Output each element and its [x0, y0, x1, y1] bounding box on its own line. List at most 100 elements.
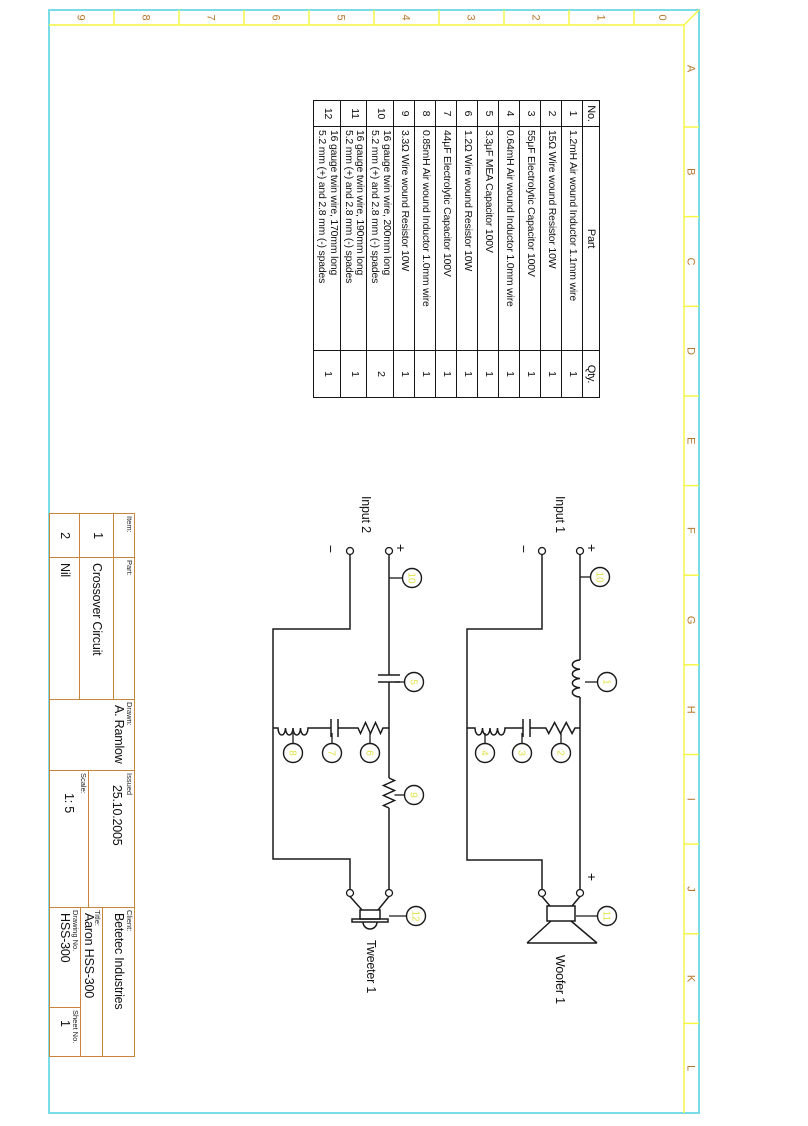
cell-qty: 1 — [561, 350, 583, 398]
balloon-input-wire — [589, 566, 611, 588]
balloon-input-wire — [401, 567, 423, 589]
issued-label: Issued — [125, 773, 134, 796]
cell-qty: 1 — [340, 350, 367, 398]
grid-number: 3 — [465, 14, 477, 20]
input2-minus-label: − — [323, 545, 339, 553]
cell-no: 1 — [561, 100, 583, 127]
grid-number: 4 — [400, 14, 412, 20]
balloon-series-resistor — [403, 784, 425, 806]
drawing-no-cell: Drawing No. HSS-300 — [49, 907, 81, 1008]
wire-minus — [272, 554, 351, 889]
drawn-cell: Drawn: A. Ramlow — [49, 699, 135, 771]
parts-header-row: No. Part Qty. — [582, 100, 600, 398]
tweeter-circuit: Input 2 + − Tweeter 1 — [272, 496, 427, 993]
sheet-no-value: 1 — [58, 1020, 73, 1027]
grid-letter: K — [685, 975, 697, 983]
shunt-capacitor-symbol — [522, 719, 531, 737]
item1-cell: 1 — [79, 513, 114, 558]
balloon-shunt-inductor — [282, 742, 304, 764]
cell-part: 15Ω Wire wound Resistor 10W — [540, 126, 562, 351]
input2-plus-terminal — [384, 546, 394, 556]
item1-value: 1 — [91, 532, 105, 539]
balloon-text: 9 — [408, 792, 419, 798]
grid-letter: A — [685, 65, 697, 73]
grid-letter: I — [685, 798, 697, 801]
drawing-no-label: Drawing No. — [71, 910, 80, 952]
grid-number: 6 — [270, 14, 282, 20]
woofer-balloons: 10 1 2 3 4 11 — [474, 566, 618, 927]
item2-cell: 2 — [49, 513, 80, 558]
cell-no: 6 — [456, 100, 478, 127]
grid-letter: H — [685, 706, 697, 714]
balloon-shunt-resistor — [359, 742, 381, 764]
balloon-text: 3 — [516, 750, 527, 756]
cell-part: 1.2mH Air wound Inductor 1.1mm wire — [561, 126, 583, 351]
woofer-label: Woofer 1 — [553, 955, 567, 1004]
cell-qty: 1 — [414, 350, 436, 398]
grid-number: 5 — [335, 14, 347, 20]
cell-qty: 2 — [367, 350, 394, 398]
client-label: Client: — [125, 910, 134, 932]
scale-cell: Scale: 1: 5 — [49, 770, 89, 908]
grid-number: 0 — [656, 14, 668, 20]
cell-no: 8 — [414, 100, 436, 127]
grid-number: 1 — [595, 14, 607, 20]
grid-letter: C — [685, 258, 697, 266]
balloon-text: 11 — [601, 911, 612, 922]
shunt-inductor-symbol — [467, 727, 523, 736]
col-header-qty: Qty. — [582, 350, 600, 398]
cell-no: 12 — [314, 100, 341, 127]
cell-part: 16 gauge twin wire, 170mm long 5.2 mm (+… — [314, 126, 341, 351]
grid-letter: G — [685, 616, 697, 625]
cell-qty: 1 — [314, 350, 341, 398]
item2-value: 2 — [58, 532, 72, 539]
grid-number: 2 — [530, 14, 542, 20]
woofer-plus-terminal — [575, 888, 585, 898]
balloon-speaker-wire — [596, 905, 618, 927]
cell-part: 55μF Electrolytic Capacitor 100V — [519, 126, 541, 351]
balloon-text: 10 — [406, 572, 417, 584]
woofer-circuit: Input 1 + − + Woofer 1 — [466, 496, 618, 1004]
scale-value: 1: 5 — [62, 793, 77, 814]
shunt-resistor-symbol — [530, 720, 580, 736]
grid-letter-ticks — [684, 126, 699, 1025]
part1-cell: Crossover Circuit — [79, 557, 114, 700]
cell-qty: 1 — [456, 350, 478, 398]
title-block: Item: Part: 1 Crossover Circuit 2 Nil Dr… — [49, 513, 135, 1057]
cell-qty: 1 — [540, 350, 562, 398]
grid-letter: L — [685, 1065, 697, 1071]
balloon-speaker-wire — [405, 905, 427, 927]
cell-qty: 1 — [435, 350, 457, 398]
balloon-shunt-resistor — [550, 742, 572, 764]
title-cell: Title: Aaron HSS-300 — [80, 907, 103, 1057]
cell-qty: 1 — [477, 350, 499, 398]
balloon-text: 10 — [594, 571, 605, 583]
input2-minus-terminal — [345, 546, 355, 556]
input1-plus-label: + — [584, 544, 600, 552]
balloon-text: 8 — [287, 750, 298, 756]
input2-plus-label: + — [393, 544, 409, 552]
tweeter-driver-rect — [359, 909, 381, 920]
grid-number: 9 — [75, 14, 87, 20]
drawn-label: Drawn: — [125, 702, 134, 726]
tweeter-label: Tweeter 1 — [364, 940, 378, 993]
issued-cell: Issued 25.10.2005 — [88, 770, 135, 908]
page-border: A B C D E F G H I J K L 0 1 2 3 4 5 6 — [48, 9, 700, 1114]
grid-letter: E — [685, 437, 697, 444]
item-header-cell: Item: — [113, 513, 135, 558]
balloon-series-inductor — [596, 671, 618, 693]
grid-number: 8 — [140, 14, 152, 20]
scale-label: Scale: — [79, 773, 88, 794]
cell-no: 10 — [367, 100, 394, 127]
cell-no: 2 — [540, 100, 562, 127]
woofer-driver-rect — [546, 905, 576, 922]
woofer-minus-terminal — [537, 888, 547, 898]
tweeter-balloons: 10 5 6 7 8 9 12 — [282, 567, 427, 927]
speaker-stubs — [541, 896, 581, 907]
